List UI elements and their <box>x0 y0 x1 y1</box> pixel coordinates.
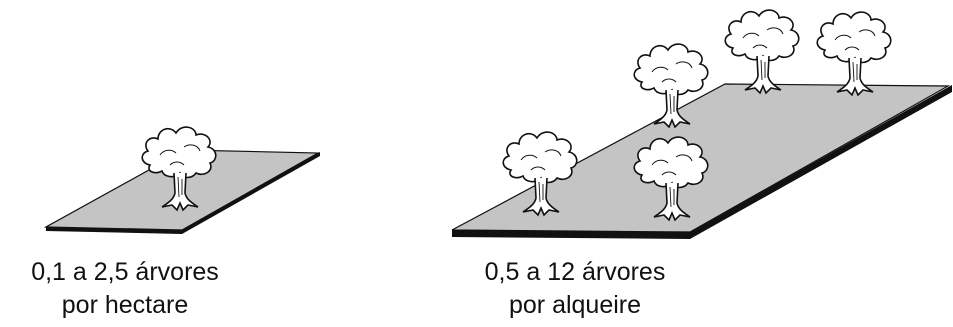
caption-small-plot: 0,1 a 2,5 árvores por hectare <box>0 256 250 322</box>
plot-large <box>451 9 952 239</box>
caption-large-plot: 0,5 a 12 árvores por alqueire <box>445 256 705 322</box>
tree-icon <box>724 9 800 94</box>
plot-small <box>43 126 321 234</box>
caption-large-line2: por alqueire <box>508 291 642 319</box>
caption-large-line1: 0,5 a 12 árvores <box>484 258 666 286</box>
caption-small-line2: por hectare <box>61 291 189 319</box>
caption-small-line1: 0,1 a 2,5 árvores <box>31 258 219 286</box>
tree-icon <box>816 11 892 96</box>
